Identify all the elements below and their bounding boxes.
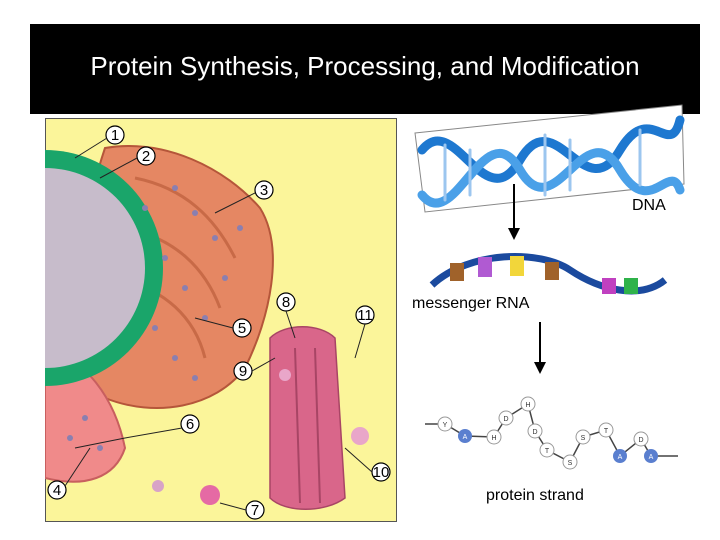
- arrowhead: [534, 362, 546, 374]
- slide-title: Protein Synthesis, Processing, and Modif…: [30, 24, 700, 114]
- bead-label: A: [463, 434, 468, 441]
- callout-leaders: [64, 137, 373, 511]
- bead-label: Y: [443, 422, 448, 429]
- nucleoplasm: [45, 168, 145, 368]
- callout-7: 7: [251, 502, 259, 519]
- callout-8: 8: [282, 294, 290, 311]
- callout-3: 3: [260, 182, 268, 199]
- golgi-apparatus: [269, 326, 346, 510]
- callout-9: 9: [239, 363, 247, 380]
- vesicle: [152, 480, 164, 492]
- bead-label: D: [503, 416, 508, 423]
- vesicle: [279, 369, 291, 381]
- bead-label: A: [618, 454, 623, 461]
- dna-frame: [414, 104, 685, 213]
- bead-label: D: [638, 437, 643, 444]
- ribosomes: [67, 185, 243, 451]
- callout-2: 2: [142, 148, 150, 165]
- callout-11: 11: [357, 307, 373, 324]
- bead-label: T: [545, 448, 550, 455]
- vesicle: [200, 485, 220, 505]
- protein-backbone: [425, 402, 678, 464]
- callout-markers: [47, 125, 391, 520]
- bead-label: H: [525, 402, 530, 409]
- callout-1: 1: [111, 127, 119, 144]
- bead-label: T: [604, 428, 609, 435]
- bead-label: H: [491, 435, 496, 442]
- cell-illustration: 1 2 3 4 5 6 7 8 9 10 11: [45, 118, 397, 522]
- dna-helix: [417, 115, 685, 208]
- callout-10: 10: [373, 464, 390, 481]
- mrna-strand: [429, 253, 668, 295]
- vesicle: [351, 427, 369, 445]
- bead-label: S: [568, 460, 573, 467]
- dna-label: DNA: [632, 197, 666, 214]
- callout-4: 4: [53, 482, 61, 499]
- bead-label: S: [581, 435, 586, 442]
- callout-5: 5: [238, 320, 246, 337]
- protein-beads: Y A H D H D T S S T A D A: [437, 396, 658, 470]
- mrna-bases: [450, 256, 638, 294]
- protein-label: protein strand: [486, 487, 584, 504]
- bead-label: A: [649, 454, 654, 461]
- callout-6: 6: [186, 416, 194, 433]
- arrowhead: [508, 228, 520, 240]
- bead-label: D: [532, 429, 537, 436]
- mrna-label: messenger RNA: [412, 295, 530, 312]
